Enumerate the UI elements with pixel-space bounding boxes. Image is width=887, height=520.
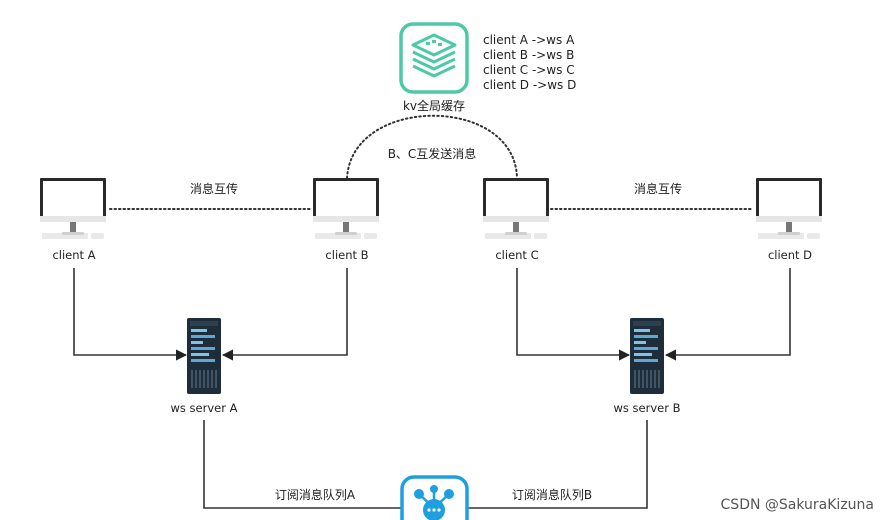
client-d-to-server-b-arrow [664,268,791,361]
desktop-monitor-icon [483,178,549,239]
server-a-queue-link [203,420,402,509]
redis-cache-icon [399,22,469,94]
client-c: client C [483,178,549,262]
desktop-monitor-icon [40,178,106,239]
cache-mapping-a: client A ->ws A [483,33,575,47]
client-c-to-server-b-arrow [516,268,631,361]
server-rack-icon [630,318,664,394]
ws-server-b: ws server B [613,318,681,415]
ws-server-a: ws server A [171,318,238,415]
bc-dotted-link [346,114,518,179]
server-b-label: ws server B [613,401,680,415]
client-a-label: client A [52,248,95,262]
cache-mapping-b: client B ->ws B [483,48,574,62]
desktop-monitor-icon [313,178,379,239]
bc-link-label: B、C互发送消息 [388,146,477,161]
cache-label: kv全局缓存 [403,98,465,113]
server-rack-icon [187,318,221,394]
subscribe-b-label: 订阅消息队列B [512,487,592,502]
message-queue-icon [400,475,469,520]
client-d: client D [756,178,822,262]
desktop-monitor-icon [756,178,822,239]
client-c-label: client C [495,248,538,262]
client-d-label: client D [768,248,812,262]
client-a-to-server-a-arrow [73,268,188,361]
server-a-label: ws server A [171,401,238,415]
server-b-queue-link [467,420,648,509]
client-b-to-server-a-arrow [221,268,348,361]
client-b-label: client B [325,248,368,262]
cd-link-label: 消息互传 [634,181,682,196]
csdn-watermark: CSDN @SakuraKizuna [721,497,874,513]
subscribe-a-label: 订阅消息队列A [275,487,356,502]
ab-link-label: 消息互传 [190,181,238,196]
cache-mapping-list: client A ->ws A client B ->ws B client C… [483,33,576,92]
cache-mapping-d: client D ->ws D [483,78,576,92]
client-a: client A [40,178,106,262]
cache-mapping-c: client C ->ws C [483,63,575,77]
client-b: client B [313,178,379,262]
